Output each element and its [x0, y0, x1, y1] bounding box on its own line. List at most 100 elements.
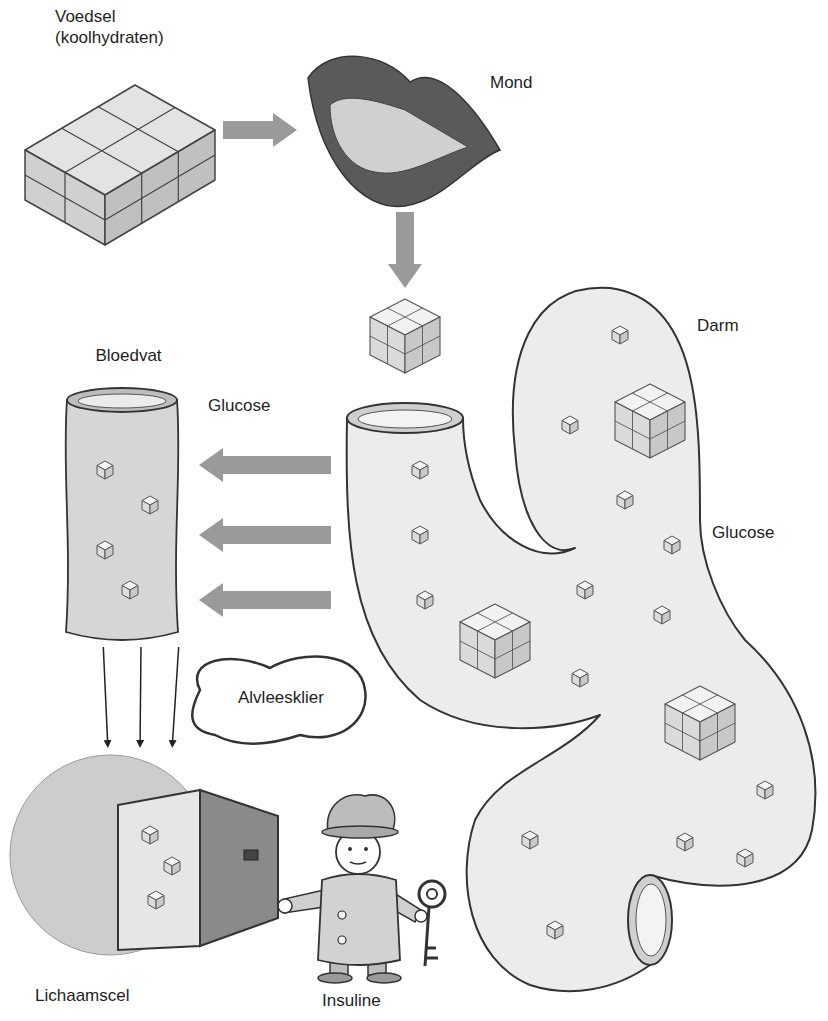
glucose-cube-face — [97, 466, 105, 480]
intestine-opening-inner — [636, 884, 666, 956]
flow-arrow — [223, 526, 331, 544]
figure-hand — [415, 910, 427, 922]
figure-body — [318, 874, 400, 965]
node-label: Voedsel (koolhydraten) — [55, 6, 185, 48]
glucose-cube — [412, 526, 428, 544]
part-label: Glucose — [208, 395, 270, 416]
node-label: Lichaamscel — [35, 985, 130, 1006]
glucose-cube-face — [617, 496, 625, 510]
glucose-cube-face — [417, 596, 425, 610]
glucose-cube — [572, 669, 588, 687]
glucose-cube-face — [412, 466, 420, 480]
node-label: Darm — [697, 315, 739, 336]
glucose-cube — [142, 496, 158, 514]
figure-eye — [348, 847, 352, 851]
glucose-cube-face — [105, 546, 113, 560]
glucose-cube-face — [148, 896, 156, 910]
glucose-cube — [617, 491, 633, 509]
glucose-cube-face — [530, 836, 538, 850]
glucose-cube-face — [664, 541, 672, 555]
glucose-cube-face — [142, 831, 150, 845]
glucose-cube-face — [654, 611, 662, 625]
carbohydrate-cube-grid — [615, 393, 685, 449]
transport-arrow — [103, 647, 107, 740]
glucose-cube — [547, 921, 563, 939]
pancreas: Alvleesklier — [180, 648, 380, 748]
cell-door-leaf — [200, 790, 278, 946]
glucose-cube-face — [677, 838, 685, 852]
glucose-cube-face — [562, 421, 570, 435]
intestine-outline — [347, 288, 816, 991]
glucose-cube-face — [420, 466, 428, 480]
glucose-cube — [757, 781, 773, 799]
glucose-cube-face — [156, 896, 164, 910]
glucose-cube-face — [522, 836, 530, 850]
glucose-cube — [612, 326, 628, 344]
glucose-cube-face — [580, 674, 588, 688]
glucose-cube — [654, 606, 670, 624]
key-hole — [427, 889, 437, 899]
food-block — [25, 85, 215, 245]
node-label: Alvleesklier — [186, 687, 376, 708]
glucose-cube — [677, 833, 693, 851]
node-drawing — [308, 56, 500, 206]
glucose-cube-face — [685, 838, 693, 852]
glucose-cube-face — [555, 926, 563, 940]
glucose-cube — [97, 461, 113, 479]
cell-door-opening — [118, 790, 200, 950]
node-drawing — [10, 755, 278, 955]
glucose-cube-face — [737, 854, 745, 868]
vessel-opening — [67, 388, 177, 412]
blood-vessel: Bloedvat — [60, 340, 195, 645]
glucose-cube-face — [142, 501, 150, 515]
glucose-cube — [148, 891, 164, 909]
glucose-cube-face — [672, 541, 680, 555]
part-label: Glucose — [712, 522, 774, 543]
glucose-cube-face — [150, 831, 158, 845]
carbohydrate-cube — [615, 384, 685, 458]
node-outline — [60, 340, 185, 645]
node-outline — [335, 290, 815, 1000]
glucose-cube-face — [172, 862, 180, 876]
glucose-cube-face — [425, 596, 433, 610]
glucose-cube-face — [662, 611, 670, 625]
mouth-inner — [330, 98, 468, 173]
glucose-cube-face — [577, 586, 585, 600]
node-outline — [5, 750, 290, 1015]
carbohydrate-cube — [460, 604, 530, 678]
cell-body — [10, 755, 210, 955]
glucose-cube-face — [625, 496, 633, 510]
figure-foot — [367, 973, 401, 983]
figure-button — [338, 911, 346, 919]
intestine-opening — [347, 403, 463, 433]
glucose-cube-face — [765, 786, 773, 800]
glucose-cube-face — [620, 331, 628, 345]
glucose-cube — [664, 536, 680, 554]
glucose-cube-face — [130, 586, 138, 600]
mouth-shape: Mond — [300, 45, 545, 210]
glucose-cube — [164, 857, 180, 875]
node-outline — [300, 45, 545, 210]
transport-arrow — [139, 647, 141, 740]
glucose-cube-face — [105, 466, 113, 480]
node-drawing — [25, 85, 215, 245]
key-shaft — [425, 907, 438, 966]
transport-arrow — [173, 647, 179, 740]
node-drawing — [66, 388, 179, 640]
glucose-cube-face — [585, 586, 593, 600]
glucose-cube — [522, 831, 538, 849]
glucose-cube-face — [164, 862, 172, 876]
glucose-cube-face — [122, 586, 130, 600]
intestine-opening-inner — [358, 410, 452, 428]
body-cell: Lichaamscel — [5, 750, 290, 1015]
mouth-outer — [308, 56, 500, 206]
flow-arrow — [223, 456, 331, 474]
glucose-cube — [142, 826, 158, 844]
glucose-cube-face — [612, 331, 620, 345]
flow-arrow — [223, 121, 273, 139]
part-label: Insuline — [322, 990, 381, 1011]
door-lock — [244, 850, 258, 860]
carbohydrate-cube-grid — [370, 308, 440, 364]
glucose-cube — [562, 416, 578, 434]
